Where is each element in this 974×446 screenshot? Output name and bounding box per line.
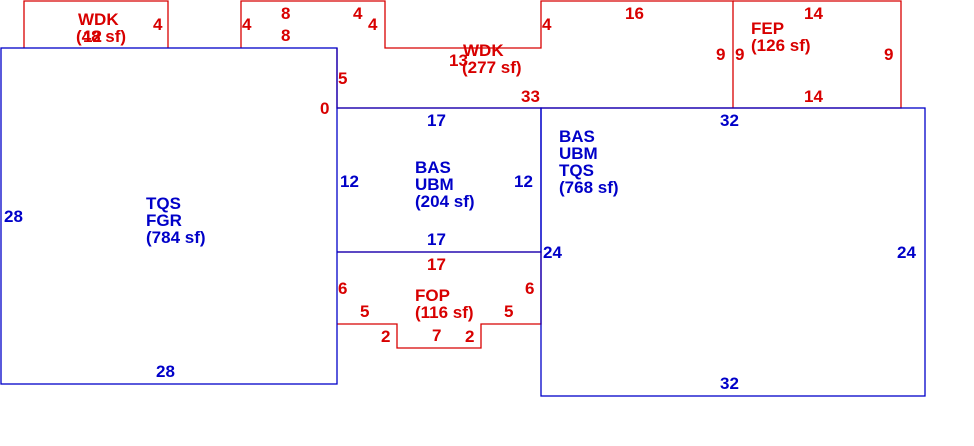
main-outlines xyxy=(0,47,926,397)
dimension-label: 4 xyxy=(153,15,163,34)
dimension-label: 5 xyxy=(338,69,347,88)
area-code: UBM xyxy=(559,144,598,163)
area-code: TQS xyxy=(146,194,181,213)
dimension-label: 14 xyxy=(804,4,823,23)
dimension-label: 9 xyxy=(735,45,744,64)
dimension-label: 28 xyxy=(4,207,23,226)
area-code: FGR xyxy=(146,211,182,230)
right-block-area: BAS UBM TQS (768 sf) 32 24 24 32 xyxy=(543,111,916,393)
area-size: (204 sf) xyxy=(415,192,475,211)
dimension-label: 8 xyxy=(281,26,290,45)
dimension-label: 17 xyxy=(427,230,446,249)
dimension-label: 12 xyxy=(83,27,102,46)
dimension-label: 24 xyxy=(543,243,562,262)
dimension-label: 8 xyxy=(281,4,290,23)
dimension-label: 9 xyxy=(716,45,725,64)
area-code: BAS xyxy=(559,127,595,146)
wdk-large-area: WDK (277 sf) 13 4 8 4 4 8 5 0 33 4 16 xyxy=(242,4,644,118)
wdk-large-outline xyxy=(240,0,734,108)
wdk-small-outline xyxy=(23,0,169,48)
area-size: (277 sf) xyxy=(462,58,522,77)
dimension-label: 7 xyxy=(432,326,441,345)
area-code: UBM xyxy=(415,175,454,194)
dimension-label: 6 xyxy=(525,279,534,298)
dimension-label: 4 xyxy=(542,15,552,34)
dimension-label: 9 xyxy=(884,45,893,64)
dimension-label: 28 xyxy=(156,362,175,381)
area-code: FEP xyxy=(751,19,784,38)
area-code: WDK xyxy=(463,41,504,60)
dimension-label: 5 xyxy=(360,302,369,321)
dimension-label: 24 xyxy=(897,243,916,262)
dimension-label: 13 xyxy=(449,51,468,70)
dimension-label: 4 xyxy=(242,15,252,34)
dimension-label: 14 xyxy=(804,87,823,106)
dimension-label: 33 xyxy=(521,87,540,106)
dimension-label: 2 xyxy=(465,327,474,346)
area-code: BAS xyxy=(415,158,451,177)
dimension-label: 0 xyxy=(320,99,329,118)
dimension-label: 4 xyxy=(353,4,363,23)
area-size: (48 sf) xyxy=(76,27,126,46)
area-code: FOP xyxy=(415,286,450,305)
wdk-small-area: WDK (48 sf) 12 4 xyxy=(76,10,163,46)
dimension-label: 5 xyxy=(504,302,513,321)
dimension-label: 12 xyxy=(514,172,533,191)
dimension-label: 16 xyxy=(625,4,644,23)
area-size: (784 sf) xyxy=(146,228,206,247)
dimension-label: 4 xyxy=(368,15,378,34)
dimension-label: 32 xyxy=(720,374,739,393)
area-code: WDK xyxy=(78,10,119,29)
area-size: (116 sf) xyxy=(415,303,474,322)
dimension-label: 6 xyxy=(338,279,347,298)
left-block-outline xyxy=(0,47,338,385)
fep-area: FEP (126 sf) 14 9 9 9 14 xyxy=(716,4,893,106)
dimension-label: 17 xyxy=(427,255,446,274)
dimension-label: 17 xyxy=(427,111,446,130)
left-block-area: TQS FGR (784 sf) 28 28 xyxy=(4,194,206,381)
fop-area: FOP (116 sf) 17 6 5 2 7 2 5 6 xyxy=(338,255,534,346)
area-size: (768 sf) xyxy=(559,178,619,197)
middle-block-area: BAS UBM (204 sf) 17 12 12 17 xyxy=(340,111,533,249)
dimension-label: 12 xyxy=(340,172,359,191)
area-code: TQS xyxy=(559,161,594,180)
right-block-outline xyxy=(540,107,926,397)
dimension-label: 32 xyxy=(720,111,739,130)
dimension-label: 2 xyxy=(381,327,390,346)
area-size: (126 sf) xyxy=(751,36,811,55)
